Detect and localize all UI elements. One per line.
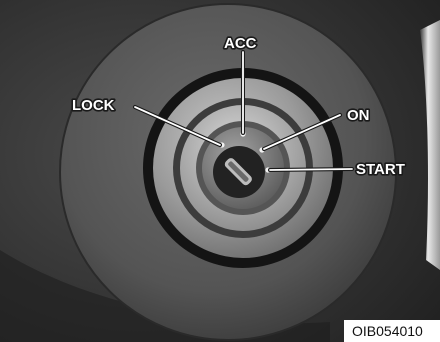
lock-leader-line bbox=[134, 106, 221, 146]
leader-lines bbox=[133, 50, 354, 172]
image-code-label: OIB054010 bbox=[344, 320, 440, 342]
acc-label: ACC bbox=[224, 35, 257, 52]
lock-label: LOCK bbox=[72, 97, 115, 114]
outer-bezel-rim bbox=[59, 3, 397, 341]
key-slot-inner bbox=[228, 161, 249, 182]
dashboard-panel-edge bbox=[420, 20, 440, 270]
start-label: START bbox=[356, 161, 405, 178]
lower-shadow bbox=[0, 250, 330, 342]
on-leader-line bbox=[263, 114, 341, 150]
start-leader-line bbox=[269, 168, 353, 171]
on-label: ON bbox=[347, 107, 370, 124]
